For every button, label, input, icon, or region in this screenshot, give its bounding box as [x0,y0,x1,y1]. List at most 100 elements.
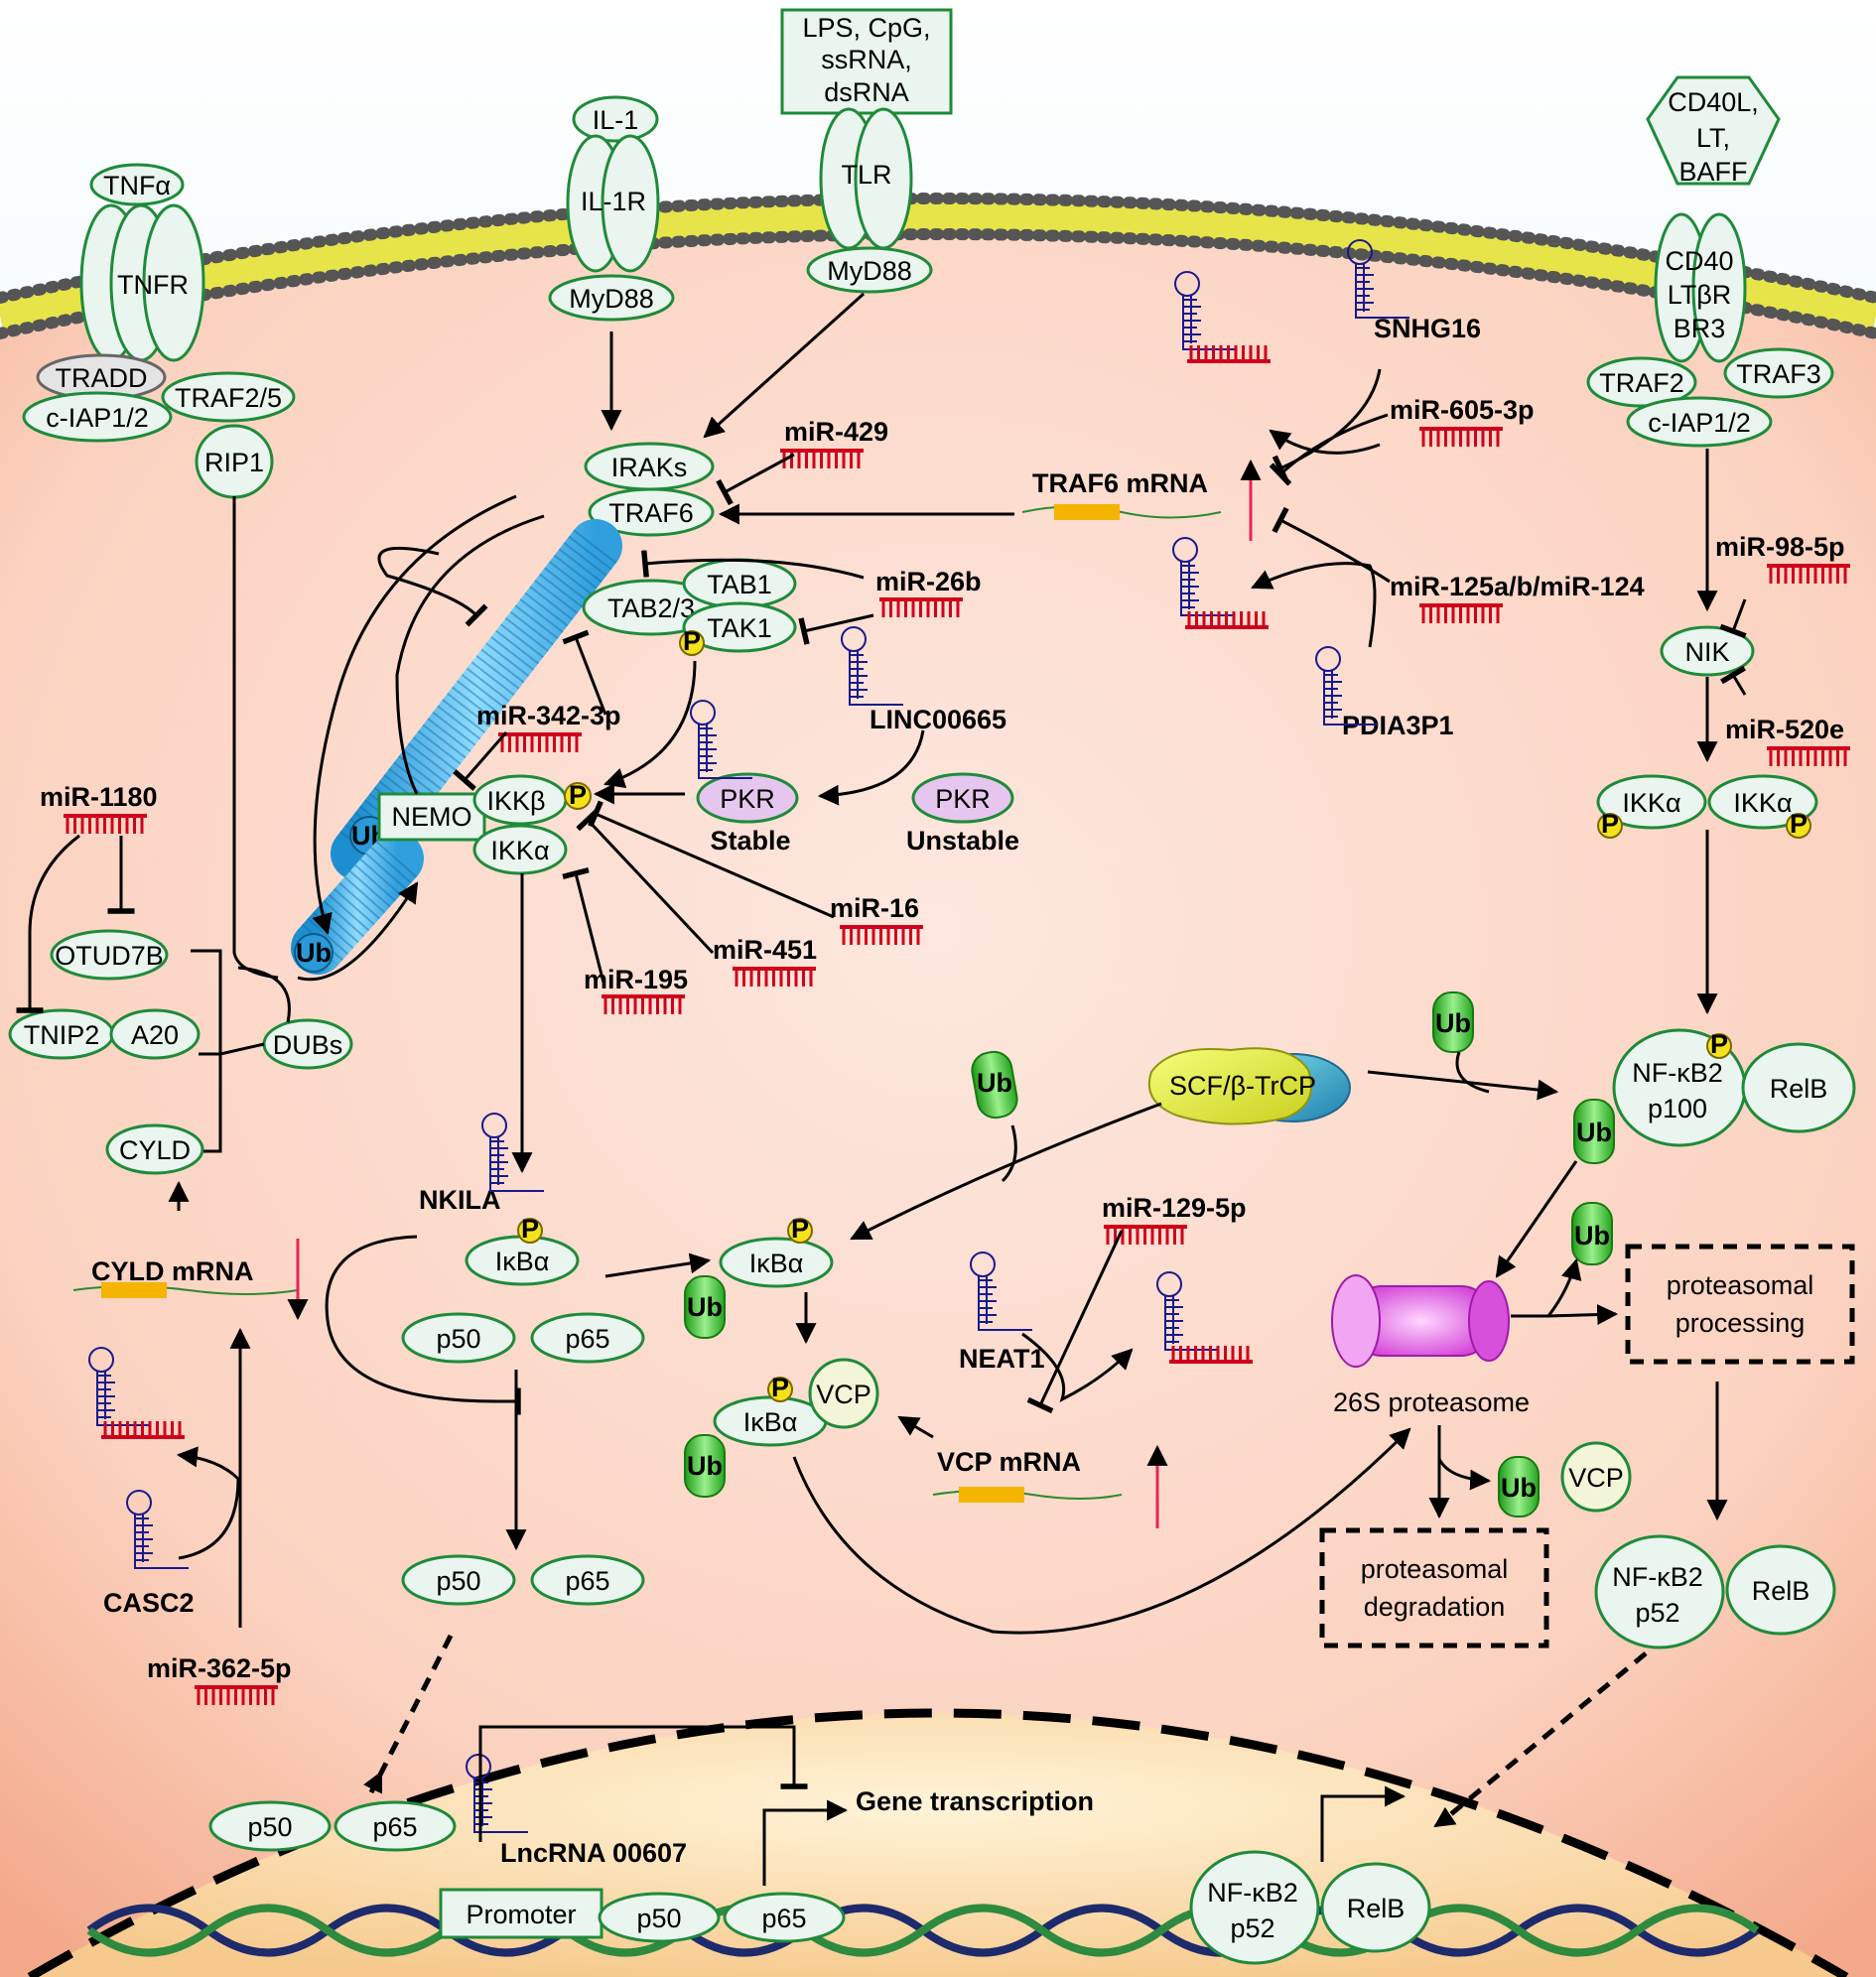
p100-phospho: P [1710,1029,1728,1059]
pathway-arrows [16,292,1747,1886]
nuclear-nfkb2-relb: NF-κB2 p52 RelB [1189,1850,1431,1965]
pkr-unstable-text: Unstable [906,826,1019,856]
p50-label-2: p50 [436,1566,480,1596]
p100-label: p100 [1648,1094,1707,1123]
myd88-label-il1: MyD88 [569,284,654,314]
il1r-label: IL-1R [581,187,646,216]
vcp-label-2: VCP [1568,1463,1624,1493]
p52-label-2: p52 [1230,1913,1274,1943]
pkr-unstable-label: PKR [935,784,991,814]
proteasomal-processing-box: proteasomal processing [1625,1244,1855,1365]
nuclear-p50-p65: p50 p65 [208,1800,457,1852]
traf6-mrna-cds [1054,504,1120,520]
mir605-glyph [1419,427,1503,447]
vcp-label-1: VCP [816,1380,871,1409]
pkr-group: PKR Stable PKR Unstable [696,772,1019,856]
snhg16-duplex [1174,271,1271,363]
ikba-label-2: IκBα [749,1249,804,1278]
tak1-label: TAK1 [707,613,772,643]
ikba-label-3: IκBα [743,1407,798,1437]
mir342-label: miR-342-3p [476,701,621,730]
otud7b-label: OTUD7B [55,941,164,971]
a20-label: A20 [131,1020,179,1050]
degradation-line2: degradation [1364,1592,1506,1622]
mir520e-glyph [1767,746,1850,766]
p65-label-1: p65 [565,1324,609,1354]
pkr-stable-label: PKR [720,784,775,814]
iraks-label: IRAKs [611,453,688,482]
mir451-label: miR-451 [713,935,817,965]
proteasomal-degradation-box: proteasomal degradation [1319,1527,1549,1648]
tlr-ligand-line3: dsRNA [824,77,909,107]
tnfa-label: TNFα [103,171,171,200]
nfkb2-p52-label-2: NF-κB2 [1207,1878,1298,1908]
ub-chains-green: Ub Ub Ub Ub Ub Ub Ub [684,991,1615,1517]
p65-label-3: p65 [372,1812,417,1842]
ikba-vcp: IκBα VCP P [713,1358,879,1447]
mir520e-label: miR-520e [1725,715,1844,744]
traf3-label: TRAF3 [1736,359,1821,389]
linc00665-label: LINC00665 [870,705,1006,734]
traf25-oval [161,371,296,423]
cyld-label: CYLD [119,1135,191,1165]
casc2-hairpin [126,1490,189,1569]
tlr-label: TLR [841,160,891,190]
traf6-label: TRAF6 [608,498,694,528]
cd40-complex: CD40L, LT, BAFF CD40 LTβR BR3 TRAF2 TRAF… [1586,75,1834,448]
tlr-ligand-box [780,8,953,115]
cd40-ligand-line2: LT, [1696,123,1730,153]
nfkb2-p100-label: NF-κB2 [1632,1058,1723,1088]
ub-green-2: Ub [1435,1008,1471,1038]
mir195-glyph [602,994,685,1014]
nkila-label: NKILA [419,1185,501,1215]
nfkb2-p52-relb: NF-κB2 p52 RelB [1594,1534,1836,1649]
ub-green-7: Ub [1501,1473,1537,1503]
proteasome-26s: 26S proteasome [1331,1274,1530,1417]
mir26b-glyph [879,597,963,617]
cyld-mrna-label: CYLD mRNA [91,1256,254,1286]
ikba-label-1: IκBα [495,1247,550,1276]
ub-vcp-released: VCP [1560,1441,1632,1513]
casc2-duplex [88,1347,185,1439]
ikba-phospho-3: P [771,1373,789,1402]
mir362-label: miR-362-5p [147,1653,292,1683]
neat1-hairpin [970,1252,1032,1331]
processing-line1: proteasomal [1667,1270,1814,1300]
ub-green-6: Ub [687,1451,723,1481]
ikba-phospho-2: P [791,1214,809,1244]
ikka-nc-label-2: IKKα [1733,788,1792,818]
mirna-glyphs [64,427,1850,1705]
rip1-label: RIP1 [204,448,264,477]
p50-label-1: p50 [436,1324,480,1354]
il1-receptor-complex: IL-1 IL-1R MyD88 [548,95,675,322]
mir1180-label: miR-1180 [40,782,158,812]
tlr-ligand-line2: ssRNA, [821,45,912,74]
mir342-glyph [498,732,582,752]
ikka-nc-phospho-1: P [1601,809,1619,839]
dna-helix [86,1904,1760,1957]
nik-label: NIK [1684,637,1729,667]
p65-label-4: p65 [761,1904,806,1933]
mir98-label: miR-98-5p [1715,532,1845,562]
relb-label-2: RelB [1752,1576,1810,1606]
ikba-phospho-ub: IκBα P [719,1214,834,1288]
casc2-label: CASC2 [103,1588,195,1618]
p50-label-4: p50 [636,1904,681,1933]
ub-label-2: Ub [296,938,332,968]
ub-green-4: Ub [1574,1221,1610,1251]
noncanonical-kinases: NIK IKKα IKKα P P [1596,625,1818,839]
ikba-phospho-1: P [521,1214,539,1244]
cd40-ligand-line1: CD40L, [1668,87,1759,117]
promoter-label: Promoter [466,1900,576,1929]
p52-label-1: p52 [1635,1598,1679,1628]
mir129-glyph [1104,1225,1187,1245]
neat1-duplex [1156,1271,1253,1364]
tab1-label: TAB1 [707,570,772,599]
lncrna-glyphs [88,239,1409,1833]
degradation-line1: proteasomal [1361,1554,1509,1584]
promoter-bound: Promoter p50 p65 [439,1888,846,1943]
ciap-label-left: c-IAP1/2 [46,403,149,433]
tlr-ligand-line1: LPS, CpG, [802,13,930,43]
ikka-nc-label-1: IKKα [1622,788,1680,818]
